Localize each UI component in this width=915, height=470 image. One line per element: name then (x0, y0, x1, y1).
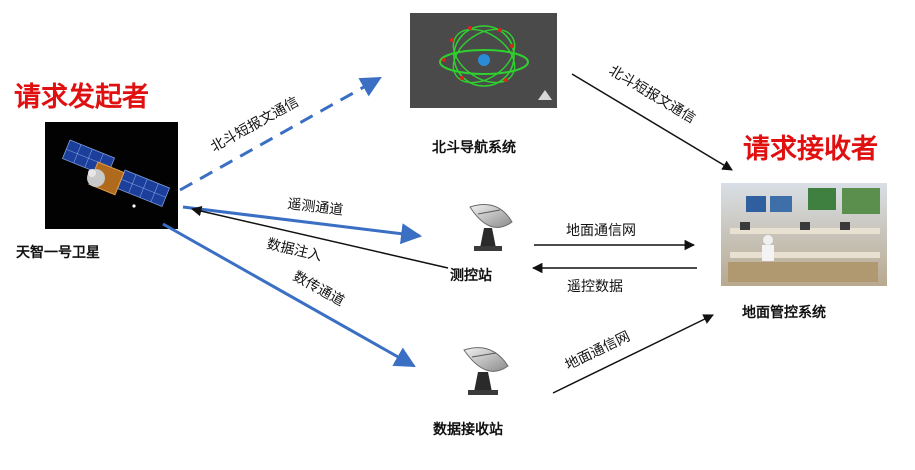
requester-role-title: 请求发起者 (14, 81, 149, 113)
link-label-data-upload: 数据注入 (265, 236, 323, 264)
arrow-beidou-to-ground (571, 73, 733, 171)
ground-control-image (721, 183, 887, 286)
ttc-station-dish-icon (469, 204, 513, 251)
beidou-image (410, 13, 557, 108)
satellite-image (45, 122, 178, 229)
ground-control-label: 地面管控系统 (742, 304, 826, 321)
data-station-label: 数据接收站 (433, 421, 503, 438)
arrow-ground-net-bottom (552, 314, 714, 394)
beidou-label: 北斗导航系统 (432, 139, 516, 156)
data-station-dish-icon (463, 347, 509, 395)
link-label-sat-to-beidou: 北斗短报文通信 (208, 94, 301, 156)
satellite-label: 天智一号卫星 (16, 244, 100, 261)
arrow-data-transfer (162, 222, 416, 368)
receiver-role-title: 请求接收者 (743, 134, 878, 165)
link-label-ground-net-top: 地面通信网 (566, 223, 636, 239)
arrow-data-upload (190, 206, 449, 269)
link-label-data-transfer: 数传通道 (290, 269, 347, 310)
link-label-ground-net-bottom: 地面通信网 (563, 329, 633, 374)
link-label-telemetry: 遥测通道 (287, 196, 345, 219)
ttc-station-label: 测控站 (450, 267, 492, 284)
link-label-beidou-to-ground: 北斗短报文通信 (606, 63, 698, 127)
arrow-sat-to-beidou (179, 76, 382, 192)
arrow-telemetry (182, 205, 423, 245)
link-label-remote-control: 遥控数据 (567, 279, 623, 295)
